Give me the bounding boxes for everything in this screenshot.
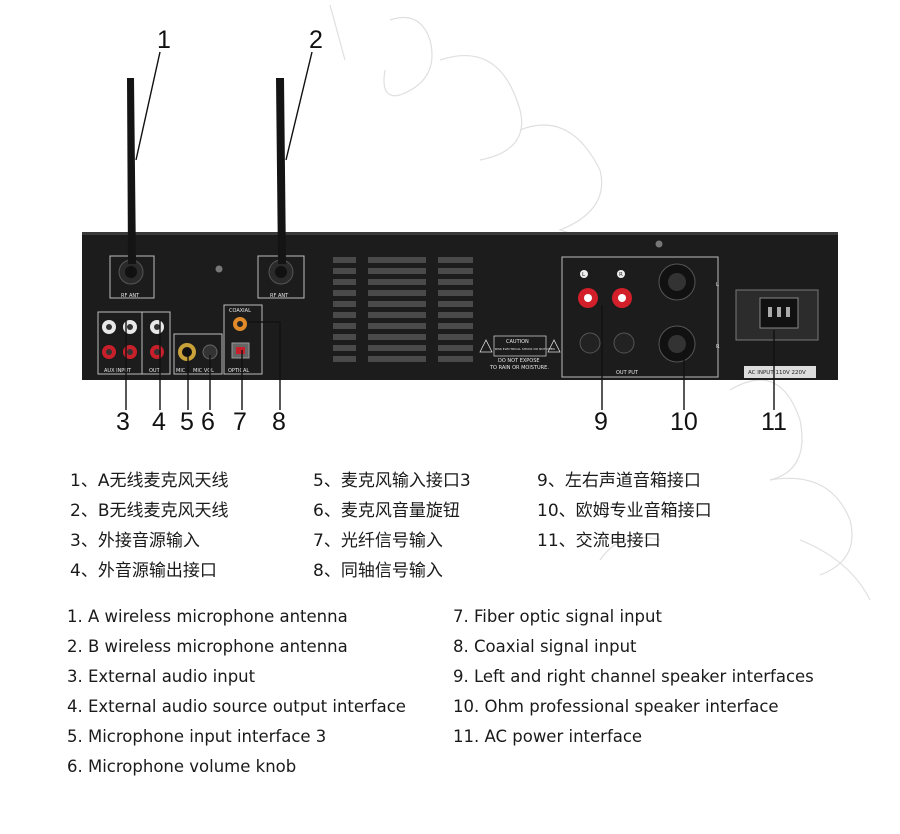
legend-cn-item: 9、左右声道音箱接口	[537, 471, 701, 491]
caution-sub: RISK ELECTRICAL SHOCK DO NOT OPEN	[495, 347, 555, 351]
antenna-a: RF ANT	[109, 78, 155, 299]
legend-en-item: 5. Microphone input interface 3	[67, 727, 327, 746]
caution-label: CAUTION RISK ELECTRICAL SHOCK DO NOT OPE…	[479, 335, 561, 371]
legend-cn-item: 6、麦克风音量旋钮	[313, 501, 460, 521]
legend-en-item: 3. External audio input	[67, 667, 256, 686]
callout-2: 2	[309, 26, 323, 54]
legend-en-item: 2. B wireless microphone antenna	[67, 637, 348, 656]
legend-en-item: 1. A wireless microphone antenna	[67, 607, 348, 626]
legend-cn-col3: 9、左右声道音箱接口 10、欧姆专业音箱接口 11、交流电接口	[537, 466, 712, 556]
warning-line2: TO RAIN OR MOISTURE.	[489, 365, 549, 371]
rf-ant-a-label: RF ANT	[121, 293, 140, 299]
mic-vol-label: MIC VOL	[193, 368, 214, 374]
legend-cn-col2: 5、麦克风输入接口3 6、麦克风音量旋钮 7、光纤信号输入 8、同轴信号输入	[313, 466, 471, 586]
antenna-b: RF ANT	[257, 78, 305, 299]
mic-block: MIC MIC VOL	[173, 333, 223, 375]
digital-input-block: COAXIAL OPTICAL	[223, 304, 263, 375]
optical-label: OPTICAL	[228, 368, 249, 374]
speakon-right-label: R	[716, 344, 720, 350]
chassis-highlight	[82, 232, 838, 235]
callout-3: 3	[116, 408, 130, 436]
legend-cn-item: 11、交流电接口	[537, 531, 661, 551]
ac-input-label: AC INPUT 110V 220V	[748, 370, 806, 376]
callout-9: 9	[594, 408, 608, 436]
caution-title: CAUTION	[506, 339, 529, 345]
vent-grille	[333, 257, 473, 362]
callout-6: 6	[201, 408, 215, 436]
legend-cn-item: 3、外接音源输入	[70, 531, 200, 551]
callout-8: 8	[272, 408, 286, 436]
legend-cn-item: 1、A无线麦克风天线	[70, 471, 229, 491]
rf-ant-b-label: RF ANT	[270, 293, 289, 299]
legend-en-col1: 1. A wireless microphone antenna 2. B wi…	[67, 602, 406, 782]
speaker-output-block: L R L R OUT PUT	[561, 256, 720, 378]
legend-cn-item: 7、光纤信号输入	[313, 531, 443, 551]
coaxial-label: COAXIAL	[229, 308, 251, 314]
legend-en-item: 11. AC power interface	[453, 727, 643, 746]
legend-en-item: 8. Coaxial signal input	[453, 637, 637, 656]
legend-en-item: 7. Fiber optic signal input	[453, 607, 662, 626]
callout-7: 7	[233, 408, 247, 436]
leader-lines	[125, 51, 775, 410]
screws	[215, 240, 663, 273]
speakon-left-label: L	[716, 282, 719, 288]
callout-numbers: 1 2 3 4 5 6 7 8 9 10 11	[116, 26, 787, 436]
callout-4: 4	[152, 408, 166, 436]
legend-en-item: 6. Microphone volume knob	[67, 757, 297, 776]
legend-cn-item: 8、同轴信号输入	[313, 561, 443, 581]
legend-en-item: 4. External audio source output interfac…	[67, 697, 406, 716]
callout-1: 1	[157, 26, 171, 54]
legend-en-col2: 7. Fiber optic signal input 8. Coaxial s…	[453, 602, 814, 752]
legend-cn-col1: 1、A无线麦克风天线 2、B无线麦克风天线 3、外接音源输入 4、外音源输出接口	[70, 466, 228, 586]
left-channel-label: L	[582, 272, 586, 278]
legend-en-item: 9. Left and right channel speaker interf…	[453, 667, 814, 686]
aux-input-label: AUX INPUT	[104, 368, 132, 374]
warning-line1: DO NOT EXPOSE	[498, 358, 540, 364]
output-label: OUT PUT	[616, 370, 639, 376]
mic-label: MIC	[176, 368, 186, 374]
legend-cn-item: 2、B无线麦克风天线	[70, 501, 229, 521]
callout-10: 10	[670, 408, 698, 436]
legend-cn-item: 10、欧姆专业音箱接口	[537, 501, 712, 521]
legend-en-item: 10. Ohm professional speaker interface	[453, 697, 779, 716]
callout-5: 5	[180, 408, 194, 436]
out-label: OUT	[149, 368, 161, 374]
ac-input-block: AC INPUT 110V 220V	[735, 289, 819, 378]
legend-cn-item: 5、麦克风输入接口3	[313, 471, 471, 491]
callout-11: 11	[761, 408, 787, 436]
right-channel-label: R	[619, 272, 623, 278]
legend-cn-item: 4、外音源输出接口	[70, 561, 217, 581]
